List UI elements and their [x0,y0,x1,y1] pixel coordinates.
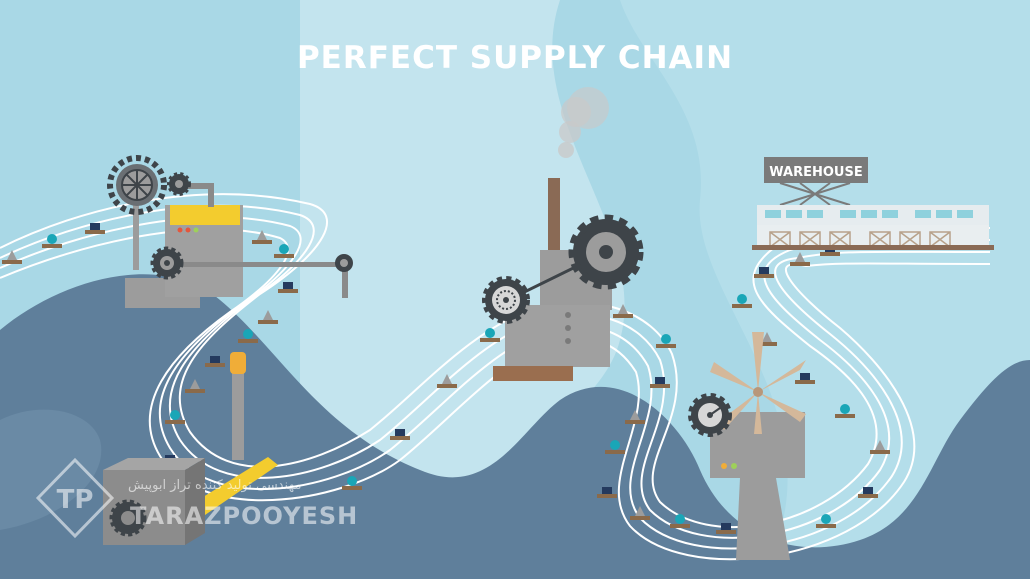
chimney [548,178,560,258]
product-ball [732,294,752,308]
factory-gear-small-icon [482,276,530,324]
product-cone [2,250,22,264]
product-ball [670,514,690,528]
product-cone [757,332,777,346]
product-ball [835,404,855,418]
product-ball [656,334,676,348]
product-ball [342,476,362,490]
watermark-latin-text: TARAZPOOYESH [130,502,359,530]
product-box [85,223,105,234]
page-title: PERFECT SUPPLY CHAIN [296,40,734,76]
product-box [716,523,736,534]
product-cone [625,410,645,424]
conveyor-arm [178,262,348,267]
warehouse-building [752,157,994,250]
product-cone [258,310,278,324]
product-box [650,377,670,388]
watermark-logo: TP [35,457,115,539]
product-cone [790,252,810,266]
product-box [754,267,774,278]
ground-patch [0,409,102,530]
product-cone [437,374,457,388]
windmill-gear-icon [688,393,732,437]
product-box [795,373,815,384]
product-ball [274,244,294,258]
ground-terrain [0,274,1030,579]
product-box [858,487,878,498]
gear-icon [150,246,184,280]
warehouse-sign-text: WAREHOUSE [769,165,862,180]
conveyor-products [2,223,890,534]
svg-text:TP: TP [57,485,94,515]
product-cone [185,379,205,393]
large-gear-icon [107,155,167,215]
pulley-icon [335,254,353,272]
yellow-hopper [170,205,240,225]
product-ball [480,328,500,342]
product-cone [870,440,890,454]
warehouse-sign-board [764,157,868,183]
small-gear-icon [167,172,191,196]
product-ball [42,234,62,248]
product-cone [613,304,633,318]
product-ball [238,329,258,343]
product-ball [165,410,185,424]
product-cone [630,506,650,520]
press-gear-icon [109,499,147,537]
product-box [390,429,410,440]
product-ball [816,514,836,528]
product-box [278,282,298,293]
product-box [597,487,617,498]
product-cone [252,230,272,244]
sky-right-band [620,0,1030,579]
product-box [205,356,225,367]
watermark-persian-text: مهندسی تولید کننده تراز ابوپیش [128,478,302,493]
factory-gear-large-icon [568,214,644,290]
product-ball [605,440,625,454]
raw-material-factory [125,183,348,308]
